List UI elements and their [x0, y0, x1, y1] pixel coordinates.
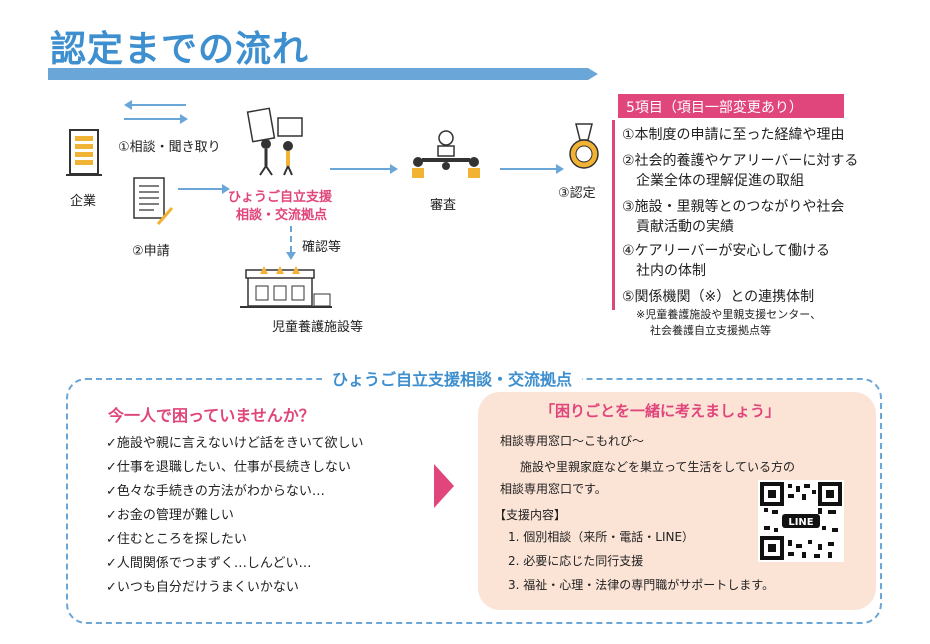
confirm-arrow-head [286, 252, 296, 260]
arrow-to-center-line [178, 188, 224, 190]
check-item-4: ✓お金の管理が難しい [106, 508, 234, 523]
desc-line1: 相談専用窓口～こもれび～ [500, 434, 645, 448]
line-qr-code-icon[interactable]: LINE [758, 480, 844, 562]
facility-label: 児童養護施設等 [272, 320, 364, 335]
desc-line3: 相談専用窓口です。 [500, 482, 607, 496]
question-title: 今一人で困っていませんか？ [108, 406, 315, 425]
arrow-to-cert-line [500, 168, 558, 170]
facility-building-icon [240, 266, 332, 308]
title-underline-tip [588, 68, 598, 80]
arrow-to-center-head [222, 184, 230, 194]
page-title: 認定までの流れ [50, 29, 310, 70]
arrow-right-head [180, 114, 188, 124]
item-line-2: ②社会的養護やケアリーバーに対する [622, 153, 859, 169]
arrow-right-line [124, 118, 180, 120]
item-line-4: ③施設・里親等とのつながりや社会 [622, 199, 845, 215]
confirm-label: 確認等 [302, 240, 342, 255]
title-underline [48, 68, 588, 80]
arrow-left-line [130, 104, 186, 106]
medal-icon [569, 123, 599, 169]
cert-label: ③認定 [558, 186, 596, 201]
check-item-7: ✓いつも自分だけうまくいかない [106, 580, 299, 595]
check-item-3: ✓色々な手続きの方法がわからない… [106, 484, 325, 499]
desc-line2: 施設や里親家庭などを巣立って生活をしている方の [520, 460, 796, 474]
check-item-1: ✓施設や親に言えないけど話をきいて欲しい [106, 436, 364, 451]
application-document-icon [133, 177, 174, 225]
item-line-8: ⑤関係機関（※）との連携体制 [622, 289, 815, 305]
content-header: 【支援内容】 [494, 508, 567, 522]
arrow-to-review-head [390, 164, 398, 174]
arrow-to-cert-head [556, 164, 564, 174]
items-note-line2: 社会養護自立支援拠点等 [650, 324, 771, 337]
support-panel-title: 「困りごとを一緒に考えましょう」 [540, 402, 781, 420]
review-meeting-icon [412, 130, 480, 178]
content-item-3: 3. 福祉・心理・法律の専門職がサポートします。 [508, 578, 775, 592]
content-item-1: 1. 個別相談（来所・電話・LINE） [508, 530, 695, 544]
building-icon [66, 129, 102, 176]
support-box-title: ひょうご自立支援相談・交流拠点 [322, 366, 583, 390]
item-line-5: 貢献活動の実績 [622, 219, 734, 235]
items-header: 5項目（項目一部変更あり） [618, 94, 844, 118]
item-line-6: ④ケアリーバーが安心して働ける [622, 243, 830, 259]
company-label: 企業 [70, 194, 97, 209]
check-item-6: ✓人間関係でつまずく…しんどい… [106, 556, 312, 571]
step1-label: ①相談・聞き取り [118, 140, 221, 155]
content-item-2: 2. 必要に応じた同行支援 [508, 554, 644, 568]
confirm-dashed-line [290, 226, 292, 252]
step2-label: ②申請 [132, 244, 170, 259]
item-line-7: 社内の体制 [622, 263, 706, 279]
arrow-to-review-line [330, 168, 392, 170]
items-accent-bar [612, 120, 615, 310]
big-arrow-right [434, 464, 454, 508]
item-line-3: 企業全体の理解促進の取組 [622, 173, 804, 189]
consultation-people-icon [246, 107, 303, 176]
arrow-left-head [124, 100, 132, 110]
center-label-line1: ひょうご自立支援 [228, 190, 333, 205]
review-label: 審査 [430, 198, 457, 213]
qr-line-label: LINE [788, 517, 813, 528]
items-note-line1: ※児童養護施設や里親支援センター、 [636, 308, 822, 321]
check-item-2: ✓仕事を退職したい、仕事が長続きしない [106, 460, 351, 475]
center-label-line2: 相談・交流拠点 [236, 208, 328, 223]
check-item-5: ✓住むところを探したい [106, 532, 247, 547]
item-line-1: ①本制度の申請に至った経緯や理由 [622, 127, 845, 143]
